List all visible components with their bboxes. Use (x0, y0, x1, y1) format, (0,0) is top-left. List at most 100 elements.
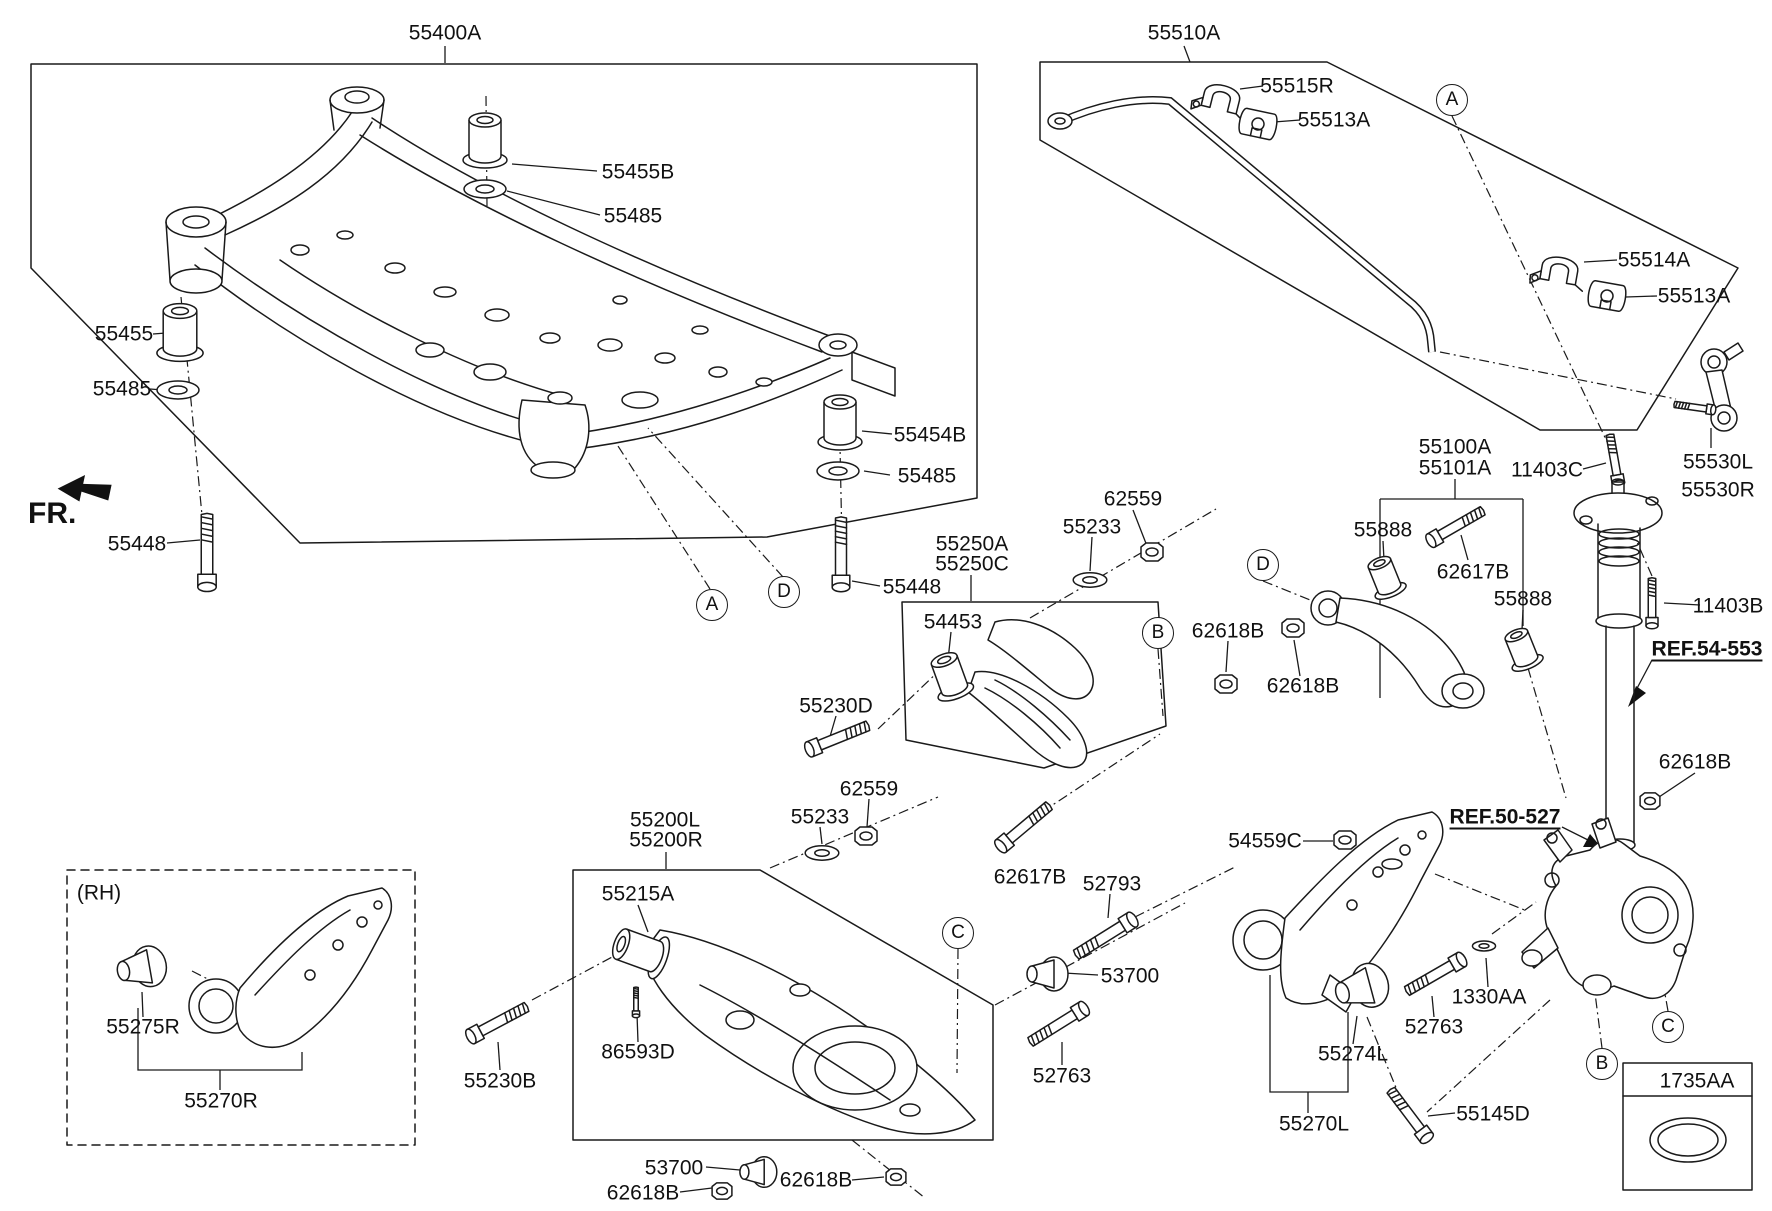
part-label-55400a: 55400A (408, 21, 482, 45)
part-label-55448: 55448 (107, 532, 167, 556)
nut-62618b-shock (1639, 792, 1661, 810)
part-label-53700: 53700 (644, 1156, 704, 1180)
nut-62559-1 (1140, 542, 1164, 562)
subframe-mount-parts (156, 112, 863, 593)
nut-62618b-3 (711, 1182, 733, 1200)
bushing-55888-1 (1361, 551, 1409, 604)
bolt-52793 (1070, 909, 1142, 964)
upper-arm-drawing (1214, 502, 1546, 708)
part-label-53700: 53700 (1100, 964, 1160, 988)
washer-55485-right (816, 461, 860, 481)
bushing-55888-2 (1498, 623, 1546, 676)
part-label-52763: 52763 (1404, 1015, 1464, 1039)
part-label-1330aa: 1330AA (1451, 985, 1527, 1009)
nut-62618b-4 (885, 1168, 907, 1186)
nut-62559-2 (854, 826, 878, 846)
part-label-55530l: 55530L (1682, 450, 1754, 474)
part-label-52763: 52763 (1032, 1064, 1092, 1088)
part-label-55215a: 55215A (601, 882, 675, 906)
part-label-rh: (RH) (76, 881, 122, 905)
lower-arm-drawing (462, 909, 1142, 1200)
trailing-arm-drawing (1233, 812, 1496, 1147)
part-label-55200r: 55200R (629, 828, 703, 852)
part-label-55200l: 55200L (629, 808, 701, 832)
part-label-62618b: 62618B (1191, 619, 1265, 643)
part-label-55888: 55888 (1353, 518, 1413, 542)
nut-62618b-2 (1281, 618, 1305, 638)
bushing-55513a-1 (1236, 106, 1280, 142)
part-label-62559: 62559 (1103, 487, 1163, 511)
assist-arm-box (902, 602, 1166, 768)
part-label-55270l: 55270L (1278, 1112, 1350, 1136)
part-label-55485: 55485 (603, 204, 663, 228)
washer-55485-left (156, 380, 200, 400)
part-label-55530r: 55530R (1681, 478, 1755, 502)
shock-drawing (1574, 479, 1662, 861)
lower-arm-box (573, 870, 993, 1140)
part-label-55515r: 55515R (1260, 74, 1334, 98)
part-label-62559: 62559 (839, 777, 899, 801)
part-label-86593d: 86593D (601, 1040, 675, 1064)
subframe-drawing (166, 87, 895, 478)
bolt-62617b-1 (1423, 502, 1489, 550)
rh-dashed-box (67, 870, 415, 1145)
part-label-55514a: 55514A (1617, 248, 1691, 272)
nut-62618b-1 (1214, 674, 1238, 694)
bushing-54453 (923, 647, 977, 706)
part-label-55275r: 55275R (106, 1015, 180, 1039)
part-label-55230b: 55230B (463, 1069, 537, 1093)
fr-arrow-icon (57, 475, 112, 502)
knuckle-drawing (1522, 818, 1693, 998)
part-label-55233: 55233 (1062, 515, 1122, 539)
part-label-55233: 55233 (790, 805, 850, 829)
part-label-55455b: 55455B (601, 160, 675, 184)
part-label-55510a: 55510A (1147, 21, 1221, 45)
part-label-62618b: 62618B (1658, 750, 1732, 774)
part-label-55513a: 55513A (1657, 284, 1731, 308)
stabilizer-box (1040, 62, 1738, 430)
bolt-55448-left (196, 512, 218, 593)
stab-link-drawing (1672, 343, 1743, 431)
nut-54559c (1333, 830, 1357, 850)
part-label-55250c: 55250C (935, 552, 1009, 576)
callout-circle-d-1: D (768, 576, 800, 608)
bushing-55455 (156, 302, 204, 363)
bushing-55513a-2 (1585, 279, 1629, 313)
bushing-53700-1 (1026, 956, 1069, 992)
washer-1330aa (1472, 940, 1496, 952)
ref-label-1: REF.50-527 (1449, 805, 1561, 829)
part-label-55274l: 55274L (1317, 1042, 1389, 1066)
callout-circle-b-6: B (1586, 1048, 1618, 1080)
part-label-55100a: 55100A (1418, 435, 1492, 459)
callout-circle-b-4: B (1142, 617, 1174, 649)
part-label-54559c: 54559C (1228, 829, 1302, 853)
ref-54-553-arrow (1628, 660, 1652, 707)
part-label-62618b: 62618B (606, 1181, 680, 1205)
part-label-55454b: 55454B (893, 423, 967, 447)
part-label-1735aa: 1735AA (1659, 1069, 1735, 1093)
washer-55485-top (463, 179, 507, 199)
bushing-55455b (462, 112, 508, 169)
part-label-62618b: 62618B (779, 1168, 853, 1192)
callout-circle-c-7: C (1652, 1011, 1684, 1043)
part-label-55485: 55485 (92, 377, 152, 401)
part-label-55888: 55888 (1493, 587, 1553, 611)
clamp-55514a (1528, 252, 1589, 293)
oring-icon (1650, 1118, 1726, 1162)
part-label-11403c: 11403C (1510, 458, 1584, 482)
callout-circle-a-2: A (1436, 84, 1468, 116)
part-label-55145d: 55145D (1456, 1102, 1530, 1126)
fr-indicator: FR. (28, 497, 77, 530)
part-label-55455: 55455 (94, 322, 154, 346)
washer-55233-2 (804, 845, 840, 861)
part-label-55230d: 55230D (799, 694, 873, 718)
part-label-62617b: 62617B (993, 865, 1067, 889)
stud-55530 (1672, 398, 1717, 416)
bushing-53700-2 (739, 1156, 778, 1188)
part-label-11403b: 11403B (1692, 594, 1764, 618)
part-label-54453: 54453 (923, 610, 983, 634)
rh-arm-drawing (113, 888, 391, 1047)
screw-86593d (632, 986, 640, 1018)
bushing-55454b (817, 394, 863, 451)
